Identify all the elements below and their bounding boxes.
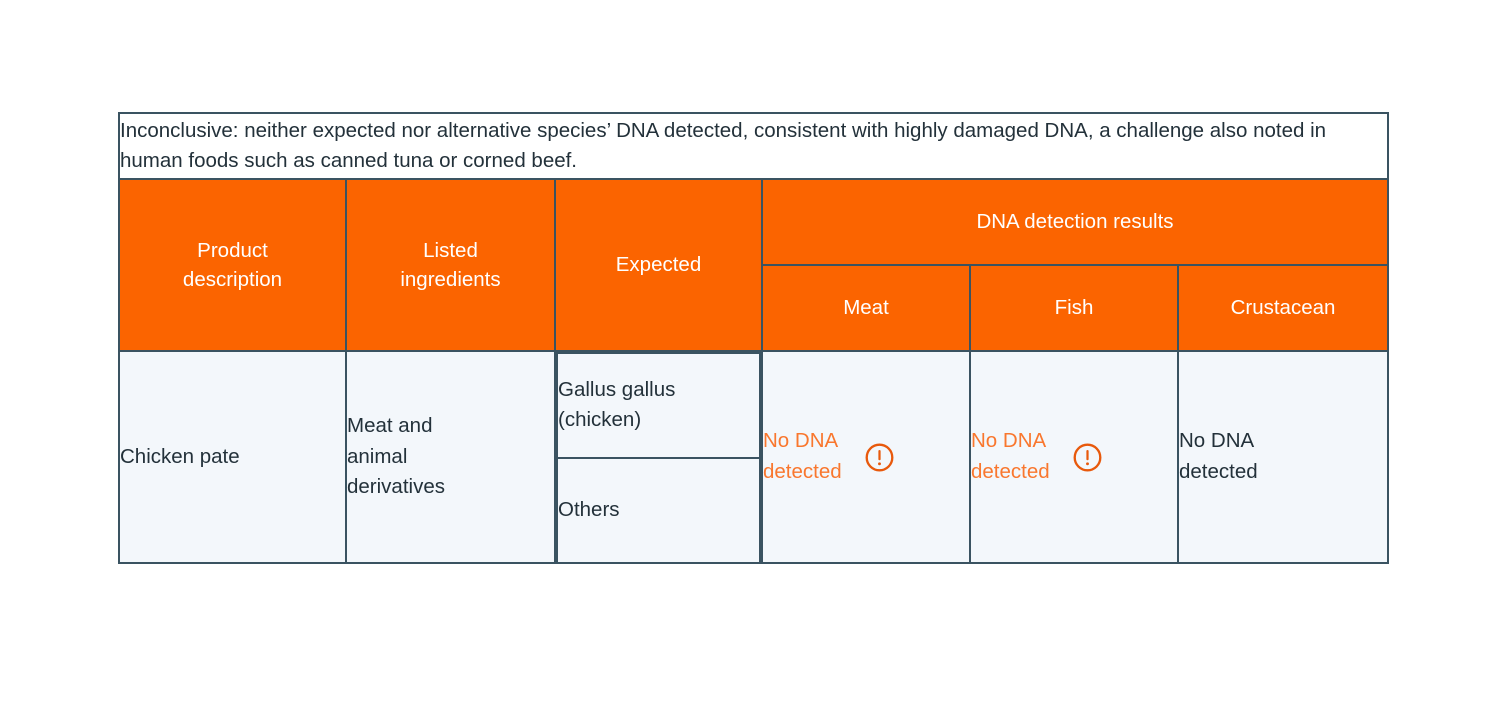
expected-species-subtable: Gallus gallus (chicken) Others [556,352,761,562]
exclamation-circle-icon [1072,442,1103,473]
cell-product-description: Chicken pate [118,350,347,564]
header-product-description: Product description [118,178,347,352]
result-meat-text: No DNA detected [763,429,842,483]
expected-species-row: Others [556,456,761,562]
result-crustacean-content: No DNA detected [1179,426,1387,488]
header-meat: Meat [761,264,971,352]
cell-result-fish: No DNA detected [969,350,1179,564]
result-crustacean-text: No DNA detected [1179,429,1258,483]
header-row-secondary: Meat Fish Crustacean [119,264,1390,352]
header-fish: Fish [969,264,1179,352]
table-row: Chicken pate Meat and animal derivatives… [118,350,1390,564]
header-crustacean: Crustacean [1176,264,1390,352]
header-dna-detection-results: DNA detection results [760,178,1390,266]
dna-results-table-wrapper: Inconclusive: neither expected nor alter… [117,112,1390,564]
cell-expected: Gallus gallus (chicken) Others [554,350,763,564]
expected-species-others: Others [556,456,761,562]
exclamation-circle-icon [864,442,895,473]
expected-species-primary: Gallus gallus (chicken) [556,352,761,459]
cell-result-crustacean: No DNA detected [1176,350,1390,564]
table-note-row: Inconclusive: neither expected nor alter… [117,112,1390,180]
inconclusive-note: Inconclusive: neither expected nor alter… [117,112,1390,180]
cell-result-meat: No DNA detected [761,350,971,564]
header-row-primary: Product description Listed ingredients E… [118,178,1390,352]
expected-species-row: Gallus gallus (chicken) [556,352,761,459]
header-expected: Expected [554,178,763,352]
header-listed-ingredients: Listed ingredients [345,178,556,352]
dna-results-table: Inconclusive: neither expected nor alter… [117,112,1390,564]
result-fish-content: No DNA detected [971,426,1177,488]
cell-listed-ingredients: Meat and animal derivatives [345,350,556,564]
result-meat-content: No DNA detected [763,426,969,488]
result-fish-text: No DNA detected [971,429,1050,483]
